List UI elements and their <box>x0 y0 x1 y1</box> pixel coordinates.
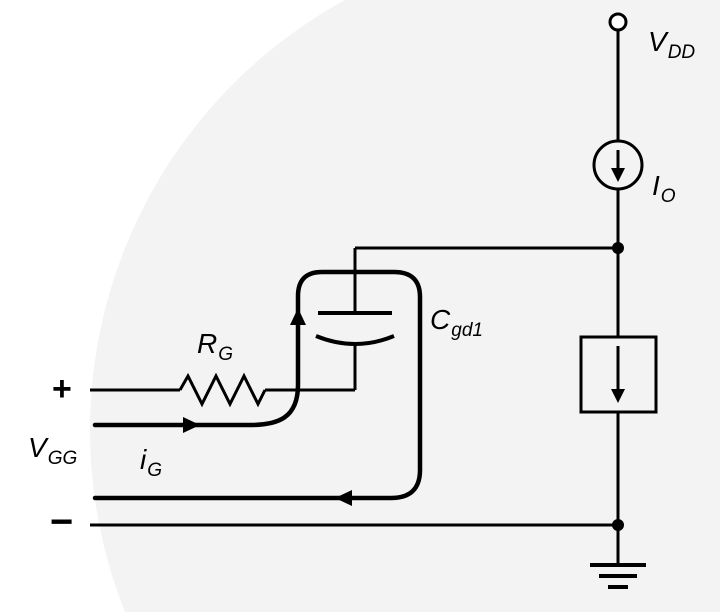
resistor-rg <box>178 372 267 408</box>
supply-terminal-icon <box>608 12 628 32</box>
io-label: IO <box>652 172 676 206</box>
rg-label: RG <box>197 330 233 364</box>
current-source-icon <box>592 139 644 191</box>
ig-sub: G <box>147 459 163 481</box>
ground-icon <box>590 563 646 589</box>
cgd1-main: C <box>430 304 451 335</box>
cgd1-label: Cgd1 <box>430 306 483 340</box>
current-loop <box>92 269 423 506</box>
ig-label: iG <box>140 446 162 480</box>
plus-sign: + <box>52 370 72 408</box>
vgg-label: VGG <box>28 434 77 468</box>
capacitor-cgd1 <box>315 311 395 346</box>
current-loop-arrow-left <box>335 490 352 506</box>
transistor-arrowhead <box>611 389 625 403</box>
cgd1-sub: gd1 <box>451 319 483 341</box>
background-shade <box>90 0 720 612</box>
transistor-icon <box>579 335 658 414</box>
ig-main: i <box>140 444 147 475</box>
io-main: I <box>652 170 660 201</box>
current-loop-arrow-up <box>290 308 306 325</box>
current-source-arrowhead <box>611 168 625 182</box>
current-source-circle <box>592 139 644 191</box>
current-loop-arrow-right <box>183 417 200 433</box>
rg-main: R <box>197 328 218 359</box>
vdd-main: V <box>648 26 667 57</box>
wires <box>90 30 620 563</box>
rg-sub: G <box>218 343 234 365</box>
minus-sign: − <box>50 500 74 544</box>
vgg-main: V <box>28 432 47 463</box>
transistor-box <box>579 335 658 414</box>
vdd-label: VDD <box>648 28 695 62</box>
node-drain <box>612 242 624 254</box>
io-sub: O <box>660 185 676 207</box>
node-source <box>612 519 624 531</box>
vgg-sub: GG <box>47 447 78 469</box>
vdd-sub: DD <box>667 41 696 63</box>
current-loop-path <box>92 269 423 501</box>
capacitor-plate-curved <box>315 334 395 346</box>
